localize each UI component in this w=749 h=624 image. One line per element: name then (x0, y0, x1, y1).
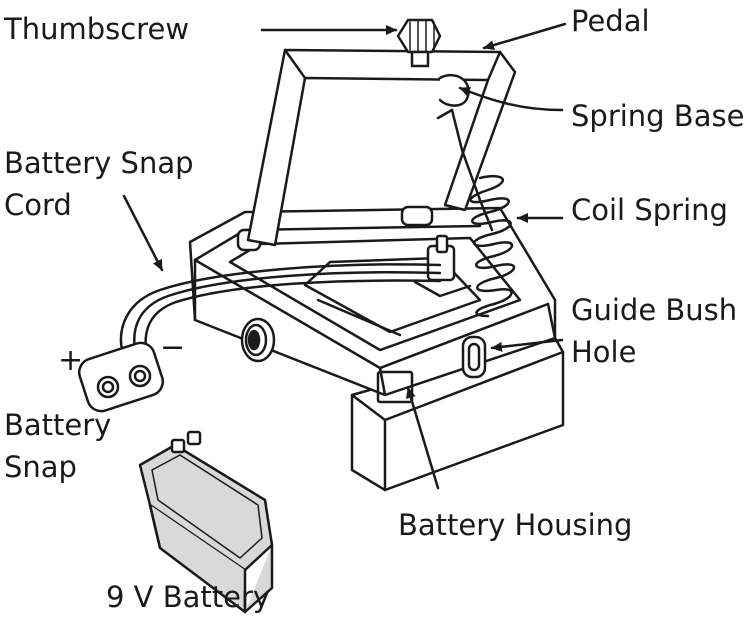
jack-socket (242, 319, 274, 361)
thumbscrew (398, 20, 440, 66)
battery-snap (76, 339, 167, 414)
nine-volt-battery (140, 432, 272, 612)
label-guide-bush-line1: Guide Bush (571, 293, 738, 327)
pedal-lid (248, 50, 515, 245)
leader-arrows (124, 24, 565, 488)
label-battery-snap-line1: Battery (4, 408, 112, 442)
label-pedal: Pedal (571, 4, 650, 38)
battery-housing-slot (378, 372, 412, 402)
label-spring-base: Spring Base (571, 99, 745, 133)
battery-snap-cord (121, 264, 440, 350)
label-battery-housing: Battery Housing (398, 508, 633, 542)
battery-snap-cord-arrow (124, 196, 162, 270)
minus-sign: − (160, 330, 186, 365)
label-battery-snap-cord-line1: Battery Snap (4, 146, 194, 180)
label-thumbscrew: Thumbscrew (4, 12, 190, 46)
plus-sign: + (58, 343, 84, 378)
battery-terminal (415, 236, 470, 296)
battery-housing-arrow (406, 388, 438, 488)
spring-base (438, 75, 492, 230)
label-battery-snap-line2: Snap (4, 450, 77, 484)
spring-base-arrow (460, 88, 562, 110)
label-guide-bush-line2: Hole (571, 335, 637, 369)
pedal-arrow (484, 24, 565, 50)
guide-bush-hole-arrow (492, 340, 562, 352)
label-battery-snap-cord-line2: Cord (4, 188, 72, 222)
label-coil-spring: Coil Spring (571, 193, 728, 227)
coil-spring (471, 176, 514, 316)
label-nine-volt-battery: 9 V Battery (106, 580, 271, 614)
guide-bush-hole (463, 337, 485, 377)
